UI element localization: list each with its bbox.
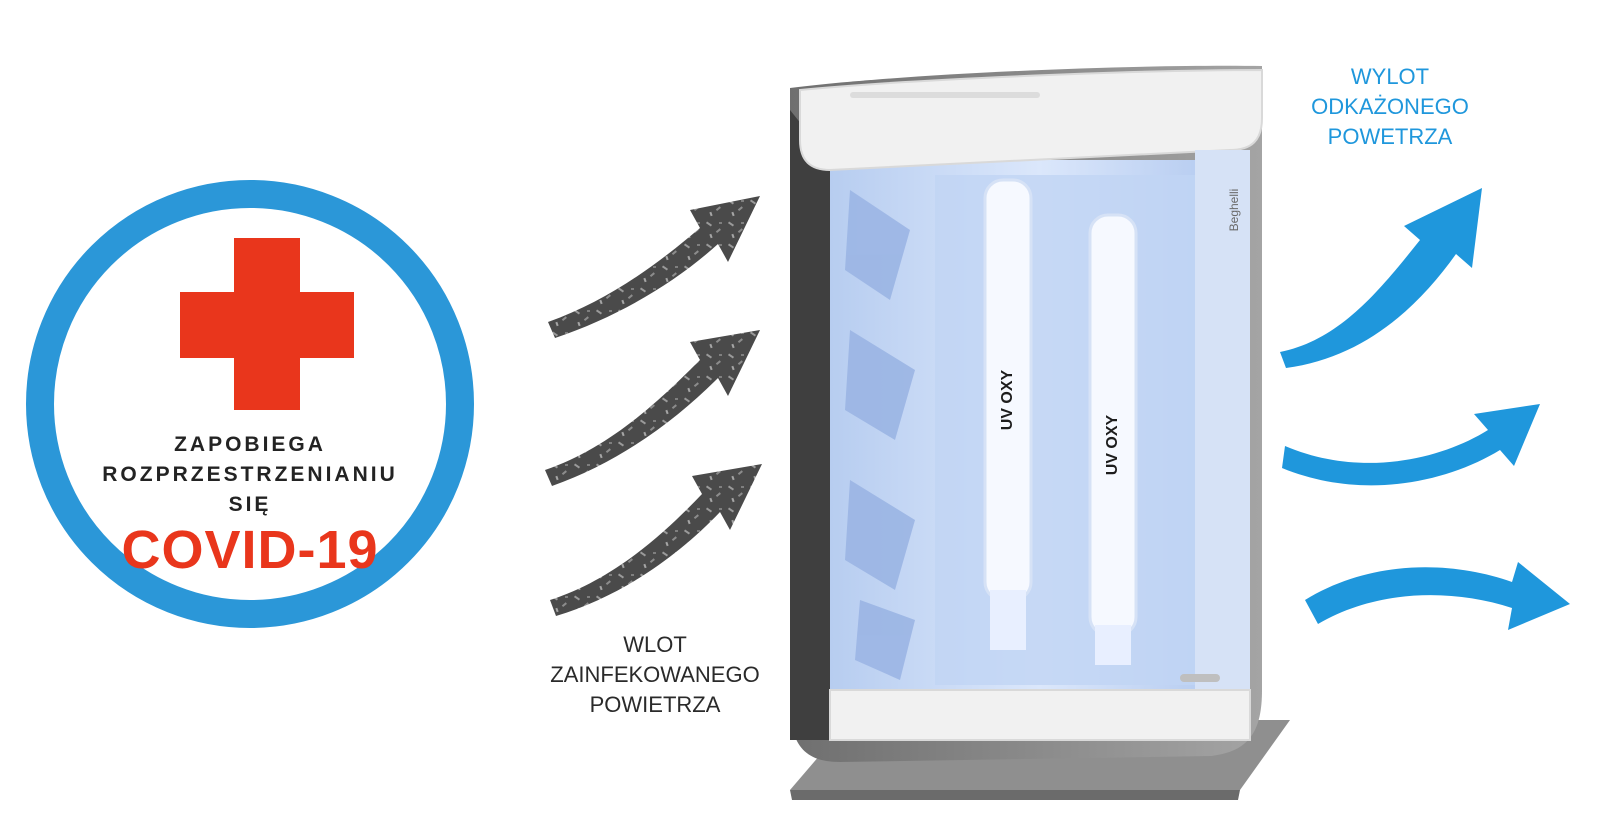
outlet-arrow-icon: [1305, 562, 1570, 630]
inlet-label-line-1: WLOT: [623, 632, 687, 657]
badge-text-line-2: ROZPRZESTRZENIANIU: [102, 463, 398, 486]
air-purifier-device: [790, 65, 1290, 800]
outlet-arrows: [1280, 188, 1570, 630]
outlet-label-line-1: WYLOT: [1350, 64, 1430, 89]
badge-text-line-3: SIĘ: [228, 493, 272, 516]
outlet-label: WYLOT ODKAŻONEGO POWETRZA: [1260, 62, 1520, 152]
uvoxy-logo: UV OXY: [1104, 414, 1121, 475]
outlet-label-line-2: ODKAŻONEGO: [1311, 94, 1469, 119]
inlet-arrow-icon: [545, 330, 760, 486]
outlet-label-line-3: POWETRZA: [1327, 124, 1453, 149]
inlet-arrows: [545, 196, 762, 616]
uvoxy-logo: UV OXY: [999, 369, 1016, 430]
outlet-arrow-icon: [1280, 188, 1482, 368]
inlet-label: WLOT ZAINFEKOWANEGO POWIETRZA: [500, 630, 810, 720]
badge-text-line-1: ZAPOBIEGA: [174, 433, 326, 456]
inlet-label-line-2: ZAINFEKOWANEGO: [550, 662, 760, 687]
inlet-arrow-icon: [548, 196, 760, 338]
red-cross-icon-bar: [180, 292, 354, 358]
outlet-arrow-icon: [1282, 404, 1540, 486]
inlet-label-line-3: POWIETRZA: [589, 692, 721, 717]
badge-headline: COVID-19: [121, 520, 379, 580]
inlet-arrow-icon: [550, 464, 762, 616]
device-brand-text: Beghelli: [1227, 189, 1241, 232]
